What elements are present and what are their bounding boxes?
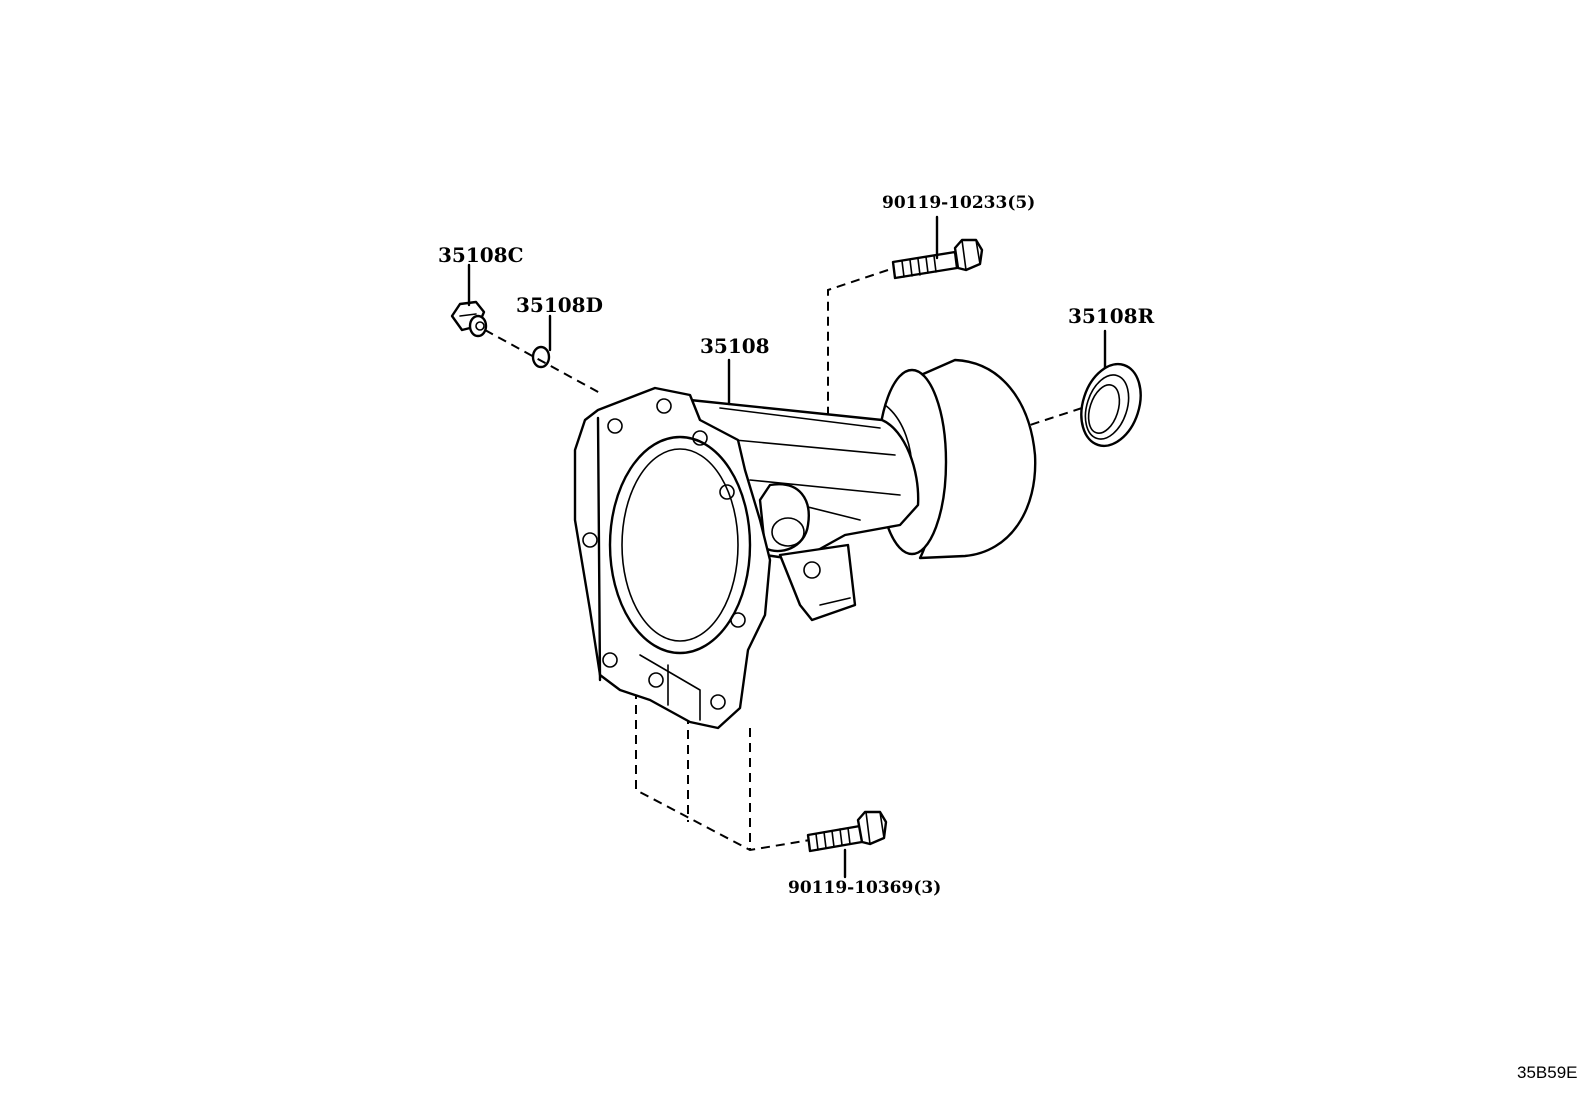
bolt-bottom bbox=[806, 810, 888, 853]
gasket-ring bbox=[531, 345, 551, 369]
drain-plug bbox=[450, 300, 488, 338]
oil-seal-part-number: 35108R bbox=[1068, 304, 1155, 328]
figure-code: 35B59E bbox=[1517, 1063, 1578, 1082]
bolt-bottom-part-number: 90119-10369(3) bbox=[788, 878, 942, 898]
bolt-top bbox=[891, 238, 984, 280]
bolt-top-part-number: 90119-10233(5) bbox=[882, 193, 1036, 213]
plug-part-number: 35108C bbox=[438, 243, 524, 267]
case-part-number: 35108 bbox=[700, 334, 770, 358]
oil-seal bbox=[1080, 362, 1142, 448]
label-leaders bbox=[467, 215, 1107, 879]
gasket-part-number: 35108D bbox=[516, 293, 603, 317]
extension-housing bbox=[573, 358, 1037, 730]
